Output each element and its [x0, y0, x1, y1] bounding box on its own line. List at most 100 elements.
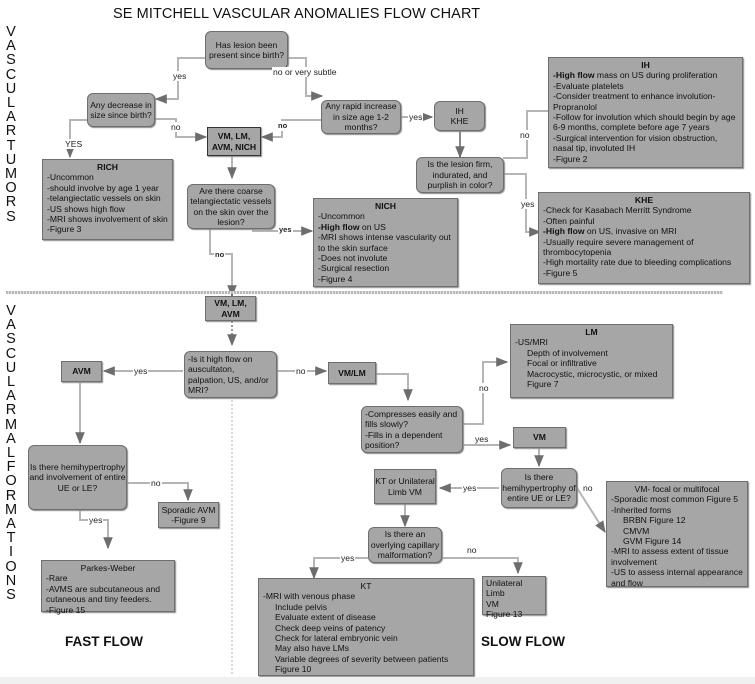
bold-text: -High flow — [318, 221, 360, 232]
info-line: -US shows high flow — [47, 203, 125, 214]
info-line: -should involve by age 1 year — [47, 182, 159, 193]
edge-label-yes: yes — [408, 112, 424, 122]
node-present-since-birth[interactable]: Has lesion been present since birth? — [205, 31, 288, 69]
info-line: -Evaluate platelets — [553, 80, 624, 91]
vertical-letter: A — [6, 388, 16, 405]
node-text: Any decrease in size since birth? — [90, 99, 152, 120]
edge-label-yes: yes — [474, 434, 490, 444]
info-title: IH — [641, 60, 650, 70]
node-capillary-malformation[interactable]: Is there an overlying capillary malforma… — [368, 527, 442, 563]
edge-label-no: no — [582, 483, 594, 493]
edge-label-no: no — [214, 250, 226, 260]
vertical-letter: L — [6, 95, 16, 112]
edge-label-yes: yes — [278, 225, 293, 235]
node-text: Is there hemihypertrophy of entire UE or… — [502, 472, 576, 504]
edge-compress-no — [462, 357, 509, 425]
node-text: Figure 13 — [486, 609, 523, 620]
vertical-letter: O — [5, 180, 17, 197]
info-line: -MRI shows involvement of skin — [47, 214, 168, 225]
node-text: Is the lesion firm, indurated, and purpl… — [427, 159, 493, 191]
node-text: VM, LM, AVM — [214, 298, 247, 319]
info-line: -Does not involute — [318, 253, 388, 264]
vertical-letter: L — [6, 374, 16, 391]
edge-birth-no — [287, 57, 324, 101]
edge-label-no: no — [277, 121, 289, 131]
node-rapid-increase[interactable]: Any rapid increase in size age 1-2 month… — [321, 100, 401, 134]
node-text: Is there an overlying capillary malforma… — [370, 529, 440, 561]
vertical-letter: R — [5, 487, 17, 504]
info-box-lm: LM -US/MRI Depth of involvement Focal or… — [510, 324, 673, 398]
info-line: -High mortality rate due to bleeding com… — [543, 257, 732, 268]
node-compresses[interactable]: -Compresses easily and fills slowly? -Fi… — [361, 406, 463, 453]
info-line: Include pelvis — [275, 601, 328, 612]
vertical-letter: A — [6, 430, 16, 447]
node-hemihypertrophy-avm[interactable]: Is there hemihypertrophy and involvement… — [28, 445, 127, 510]
node-ih-khe[interactable]: IH KHE — [434, 101, 485, 131]
info-line: -Figure 5 — [543, 267, 578, 278]
info-title: VM- focal or multifocal — [634, 484, 720, 494]
info-line: -Figure 2 — [553, 153, 588, 164]
info-line: -Check for Kasabach Merritt Syndrome — [543, 205, 692, 216]
info-line: -High flow mass on US during proliferati… — [553, 70, 738, 80]
node-vm-lm[interactable]: VM/LM — [328, 362, 376, 384]
node-hemihypertrophy-vm[interactable]: Is there hemihypertrophy of entire UE or… — [501, 468, 577, 508]
info-line: -Surgical intervention for vision obstru… — [553, 132, 718, 154]
node-high-flow[interactable]: -Is it high flow on auscultaton, palpati… — [184, 351, 277, 398]
info-line: -High flow on US — [318, 222, 453, 232]
node-text: -Is it high flow on auscultaton, palpati… — [188, 353, 269, 395]
info-title: KHE — [634, 195, 654, 205]
line-text: on US, invasive on MRI — [584, 226, 677, 237]
info-line: -Consider treatment to enhance involutio… — [553, 91, 716, 112]
vertical-letter: U — [5, 80, 17, 97]
info-box-nich: NICH -Uncommon -High flow on US -MRI sho… — [313, 198, 458, 287]
node-text: Any rapid increase in size age 1-2 month… — [325, 101, 397, 133]
slow-flow-label: SLOW FLOW — [481, 634, 565, 649]
line-text: on US — [359, 221, 386, 232]
info-line: -High flow on US, invasive on MRI — [543, 226, 745, 236]
node-text: Are there coarse telangiectatic vessels … — [190, 185, 272, 227]
node-vm[interactable]: VM — [513, 427, 566, 448]
node-text: KHE — [450, 116, 469, 126]
edge-label-no: no — [466, 545, 478, 555]
vertical-letter: M — [4, 501, 18, 518]
node-text: VM, LM, AVM, NICH — [211, 131, 257, 152]
bold-text: -High flow — [553, 70, 595, 81]
vertical-letter: O — [5, 558, 17, 575]
node-unilateral-limb-vm[interactable]: Unilateral Limb VM Figure 13 — [482, 576, 546, 619]
info-box-parkes-weber: Parkes-Weber -Rare -AVMS are subcutaneou… — [41, 560, 175, 615]
info-line: Macrocystic, microcystic, or mixed — [527, 368, 658, 379]
edge-label-no: no — [519, 130, 531, 140]
node-lesion-firm[interactable]: Is the lesion firm, indurated, and purpl… — [416, 157, 504, 193]
edge-rapid-no — [260, 119, 321, 142]
node-kt-or-unilateral-limb[interactable]: KT or Unilateral Limb VM — [374, 469, 436, 504]
info-line: -Often painful — [543, 215, 595, 226]
node-text: -Compresses easily and fills slowly? — [365, 409, 458, 430]
node-vm-lm-avm[interactable]: VM, LM, AVM — [205, 296, 256, 321]
edge-label-yes: yes — [133, 366, 149, 376]
edge-label-no: no — [150, 478, 162, 488]
vertical-letter: V — [6, 24, 16, 40]
info-line: -US to assess internal appearance and fl… — [611, 567, 743, 588]
vertical-letter: A — [6, 109, 16, 126]
node-vm-lm-avm-nich[interactable]: VM, LM, AVM, NICH — [207, 127, 261, 156]
vertical-letter: M — [4, 416, 18, 433]
info-line: -Figure 3 — [47, 224, 82, 235]
node-text: Has lesion been present since birth? — [209, 39, 284, 60]
info-line: -Uncommon — [47, 172, 94, 183]
node-sporadic-avm[interactable]: Sporadic AVM -Figure 9 — [158, 502, 219, 528]
info-box-rich: RICH -Uncommon -should involve by age 1 … — [42, 159, 173, 240]
info-box-vm-focal: VM- focal or multifocal -Sporadic most c… — [606, 481, 748, 588]
node-coarse-vessels[interactable]: Are there coarse telangiectatic vessels … — [187, 184, 275, 229]
edge-label-yes: yes — [520, 199, 536, 209]
edge-label-no-or-subtle: no or very subtle — [272, 67, 338, 77]
node-text: KT or Unilateral Limb VM — [375, 476, 435, 497]
info-title: LM — [585, 327, 598, 337]
vertical-letter: A — [6, 317, 16, 334]
info-line: Figure 7 — [527, 379, 559, 390]
node-decrease-since-birth[interactable]: Any decrease in size since birth? — [87, 93, 155, 127]
node-avm[interactable]: AVM — [61, 361, 102, 382]
vertical-letter: A — [6, 516, 16, 533]
chart-title: SE MITCHELL VASCULAR ANOMALIES FLOW CHAR… — [113, 6, 481, 22]
fast-flow-label: FAST FLOW — [65, 634, 143, 649]
vertical-letter: S — [6, 587, 16, 604]
